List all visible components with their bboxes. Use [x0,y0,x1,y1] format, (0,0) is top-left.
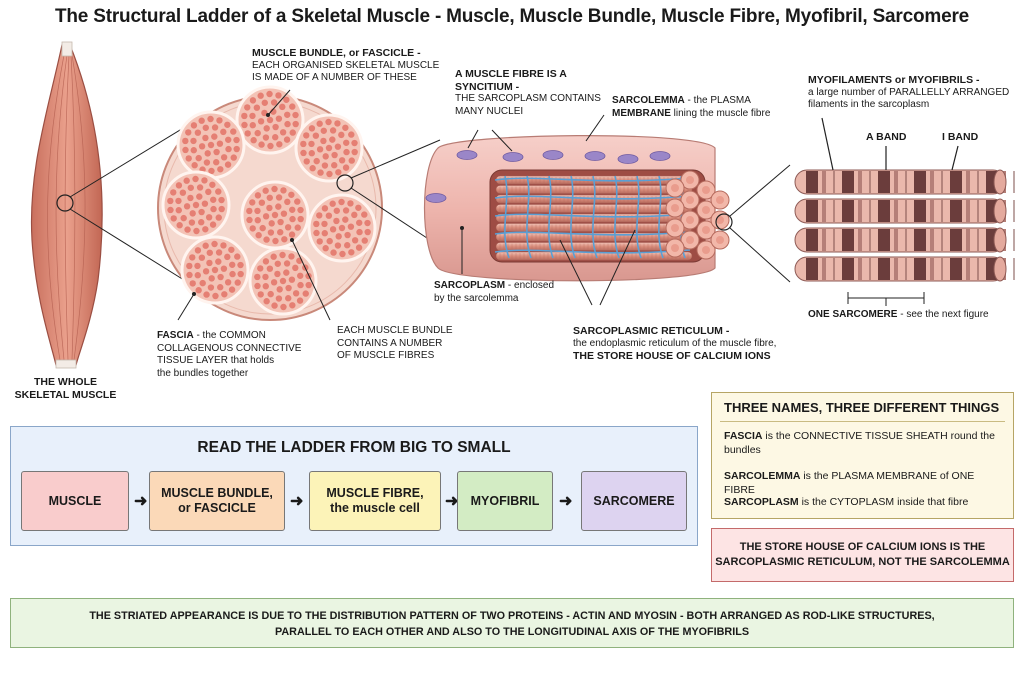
myofibrils-drawing [794,117,1015,306]
bundle-label: MUSCLE BUNDLE, or FASCICLE - EACH ORGANI… [252,47,440,83]
muscle-bundle [294,113,364,183]
muscle-bundle [248,246,318,316]
nucleus [456,150,478,160]
muscle-bundle [307,193,377,263]
nucleus [617,154,639,164]
myofibril [794,198,1015,224]
myofilament-label: MYOFILAMENTS or MYOFIBRILS - a large num… [808,74,1010,110]
nucleus [542,150,564,160]
muscle-bundle [176,110,246,180]
names-item-sarcolemma: SARCOLEMMA is the PLASMA MEMBRANE of ONE… [724,470,975,496]
muscle-fibre-drawing [423,114,791,306]
calcium-note-box: THE STORE HOUSE OF CALCIUM IONS IS THE S… [711,528,1014,582]
muscle-bundle [240,180,310,250]
ladder-step-fibre: MUSCLE FIBRE,the muscle cell [309,471,441,531]
striation-note-box: THE STRIATED APPEARANCE IS DUE TO THE DI… [10,598,1014,648]
one-sarcomere-label: ONE SARCOMERE - see the next figure [808,309,989,320]
sarcoplasm-label: SARCOPLASM - enclosed by the sarcolemma [434,280,555,304]
myofibril [794,169,1015,195]
muscle-bundle [235,85,305,155]
muscle-bundle [180,235,250,305]
myofibril [794,227,1015,253]
fascicle-cross-section [157,85,441,321]
three-names-title: THREE NAMES, THREE DIFFERENT THINGS [724,400,1000,415]
a-band-label: A BAND [866,131,907,143]
ladder-arrow-icon: ➜ [445,493,459,510]
ladder-arrow-icon: ➜ [134,493,148,510]
whole-muscle-drawing [30,41,209,369]
sarcolemma-label: SARCOLEMMA - the PLASMA MEMBRANE lining … [612,95,771,119]
divider [720,421,1005,422]
i-band-label: I BAND [942,131,979,143]
each-bundle-label: EACH MUSCLE BUNDLE CONTAINS A NUMBER OF … [337,325,453,361]
myofibril [794,256,1015,282]
ladder-step-sarcomere: SARCOMERE [581,471,687,531]
ladder-step-bundle: MUSCLE BUNDLE,or FASCICLE [149,471,285,531]
names-item-fascia: FASCIA is the CONNECTIVE TISSUE SHEATH r… [724,430,995,456]
fascia-label: FASCIA - the COMMON COLLAGENOUS CONNECTI… [157,330,302,379]
muscle-bundle [161,170,231,240]
syncitium-label: A MUSCLE FIBRE IS A SYNCITIUM - THE SARC… [455,68,601,117]
ladder-title: READ THE LADDER FROM BIG TO SMALL [197,439,511,456]
names-item-sarcoplasm: SARCOPLASM is the CYTOPLASM inside that … [724,496,969,508]
page-title: The Structural Ladder of a Skeletal Musc… [54,6,969,27]
three-names-box: THREE NAMES, THREE DIFFERENT THINGS FASC… [711,392,1014,519]
ladder-step-muscle: MUSCLE [21,471,129,531]
ladder-arrow-icon: ➜ [559,493,573,510]
nucleus [584,151,606,161]
ladder-panel: READ THE LADDER FROM BIG TO SMALL MUSCLE… [10,426,698,546]
ladder-arrow-icon: ➜ [290,493,304,510]
nucleus [502,152,524,162]
ladder-step-myofibril: MYOFIBRIL [457,471,553,531]
sr-label: SARCOPLASMIC RETICULUM - the endoplasmic… [573,325,777,362]
nucleus [649,151,671,161]
nucleus [425,193,447,203]
